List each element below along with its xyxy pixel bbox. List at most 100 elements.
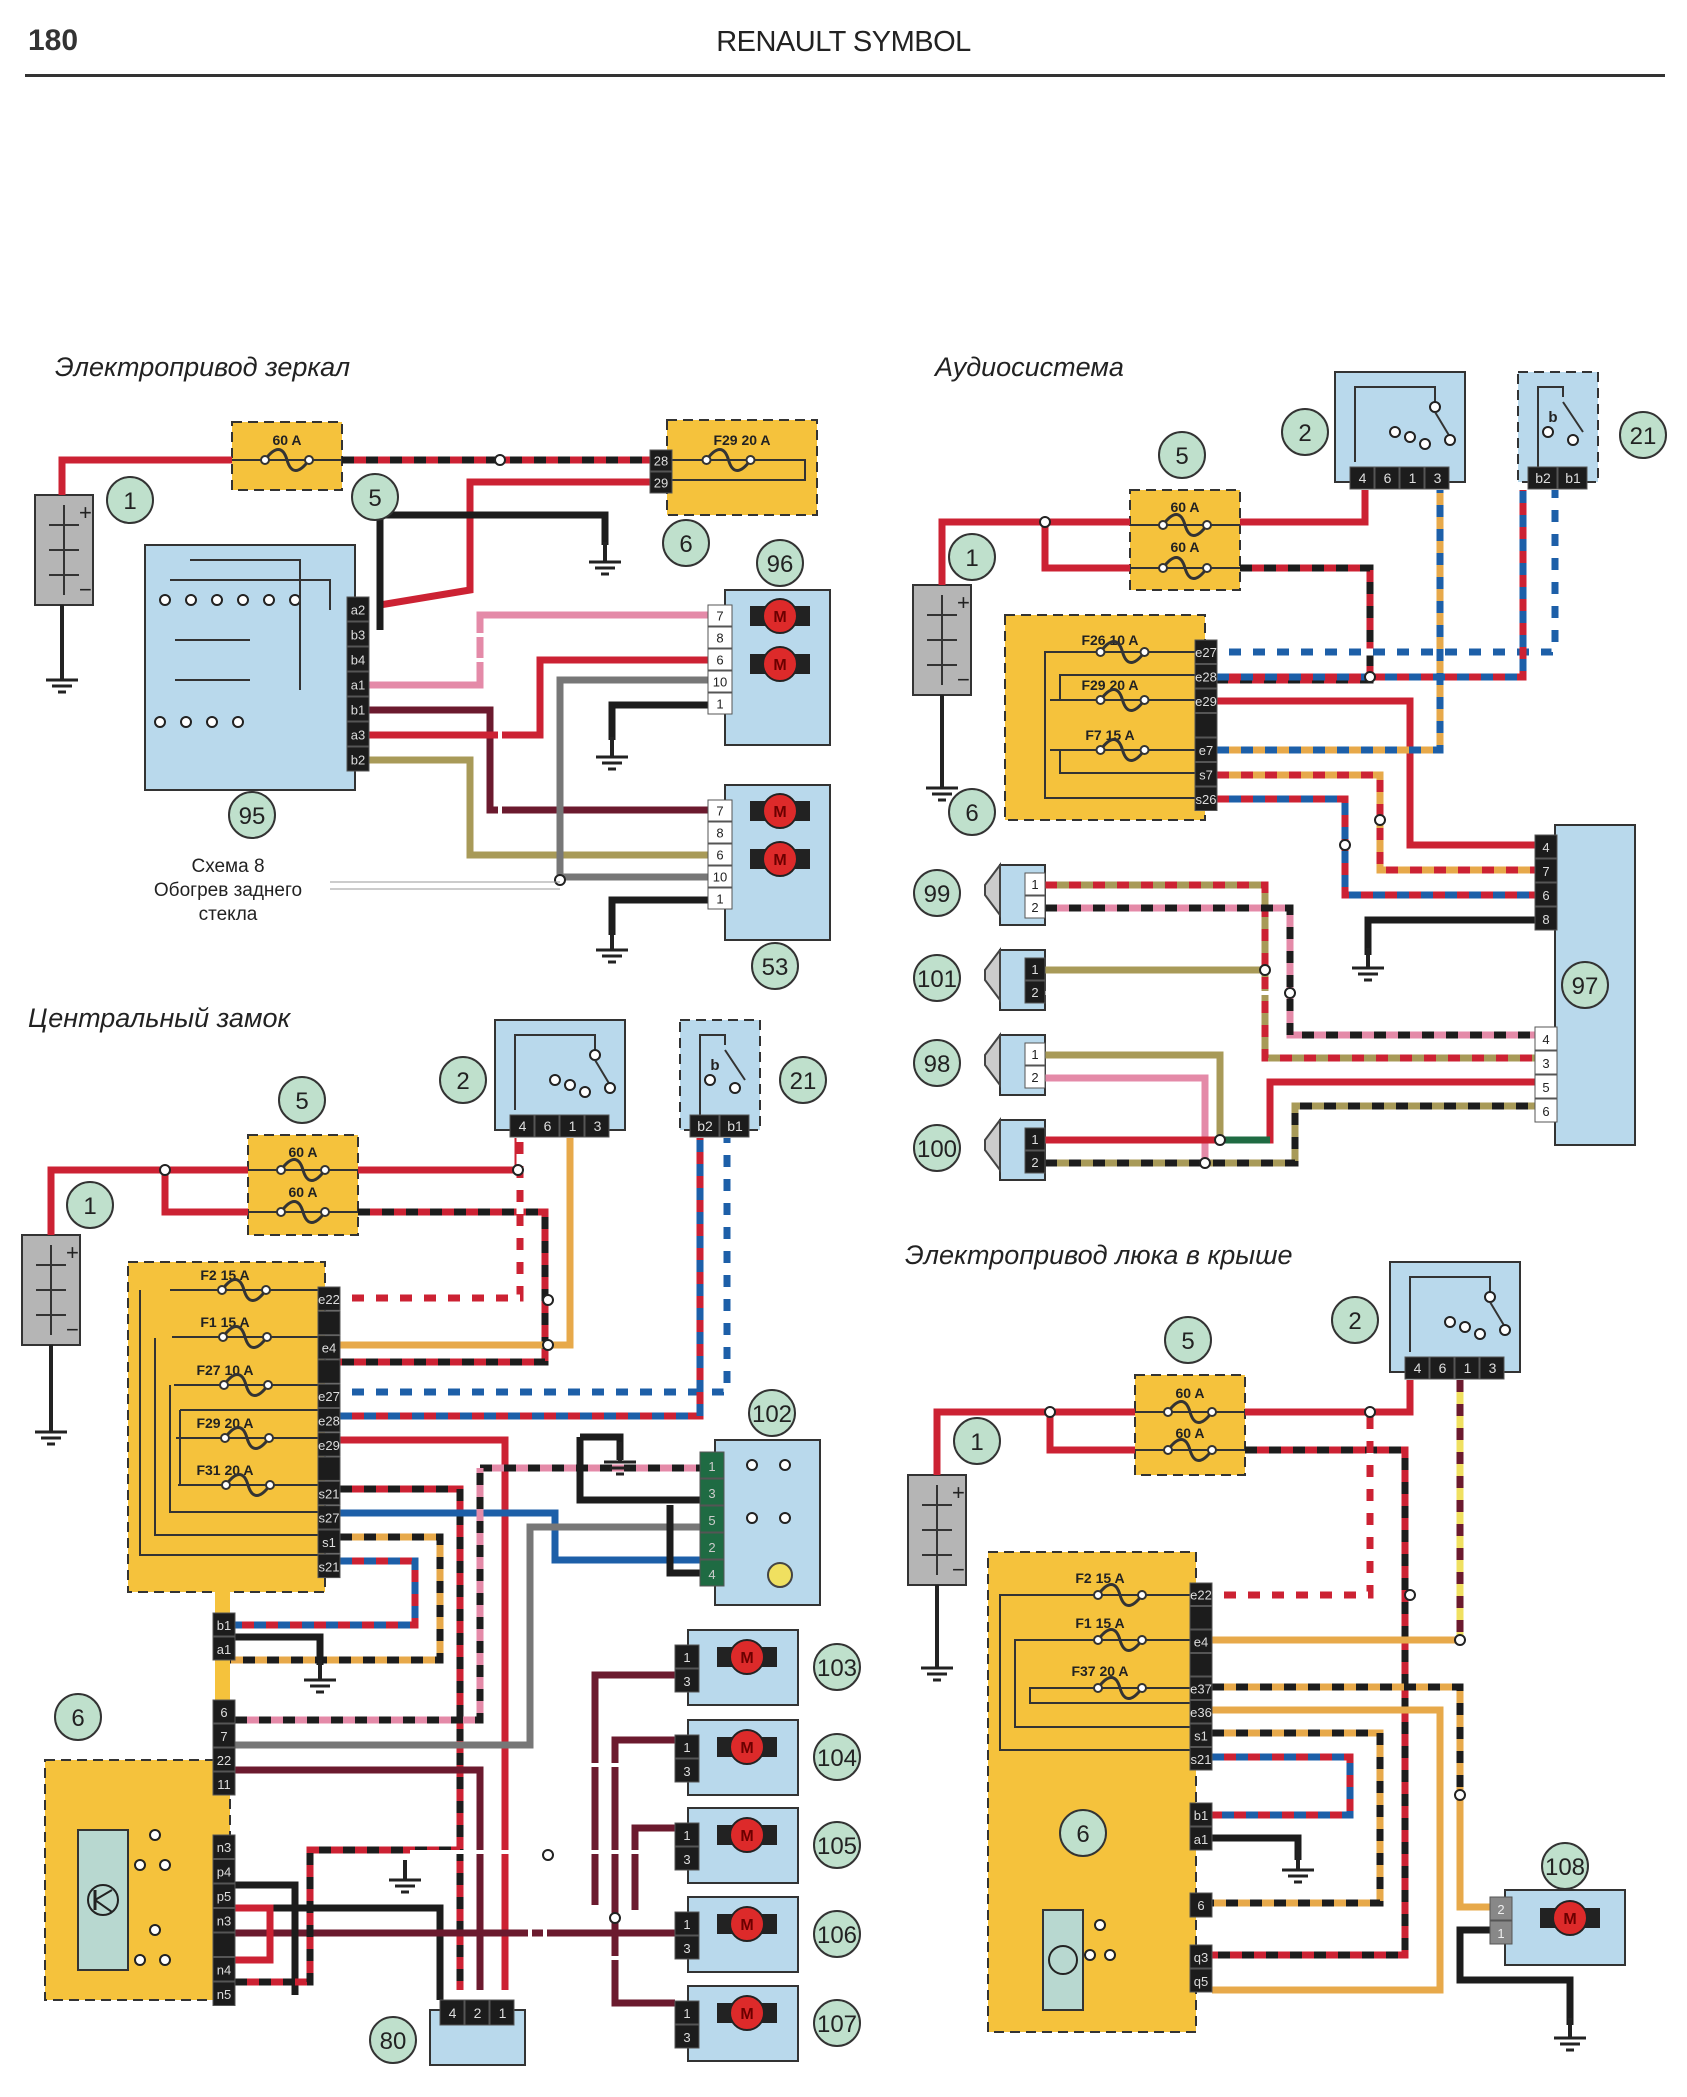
badge-connector-80-label: 80 <box>380 2028 407 2055</box>
mirror-53-pin-label: 6 <box>716 847 723 862</box>
fuse-label: F2 15 A <box>200 1267 249 1283</box>
badge-battery-lock-label: 1 <box>83 1193 96 1220</box>
ignition-switch-lock-pin-label: 6 <box>544 1118 552 1134</box>
ucb-lock-conn-pin <box>212 1699 236 1724</box>
fuse-f31-terminal <box>221 1480 231 1490</box>
ucb-audio-pin <box>1194 639 1218 664</box>
wire-103-1-white <box>543 1643 675 1960</box>
switch-contact <box>289 594 301 606</box>
wire-spk99-1-stripe <box>1045 881 1535 1062</box>
fuse-60b-terminal <box>1158 563 1168 573</box>
badge-fusebox-label: 5 <box>368 485 381 512</box>
fuse-60a-label: 60 A <box>1170 499 1199 515</box>
fuse-f2-terminal <box>217 1285 227 1295</box>
relay-contact <box>159 1954 171 1966</box>
ucb-lock-pin-label: s1 <box>322 1535 336 1550</box>
ucb-sunroof-pin-label: s21 <box>1191 1752 1212 1767</box>
wire-a2 <box>379 478 650 609</box>
wire-60b-ucb-stripe <box>338 1208 549 1366</box>
fuse-60a-terminal <box>260 455 270 465</box>
ucb-audio-pin-label: e27 <box>1195 645 1217 660</box>
fuse-60b-terminal <box>276 1207 286 1217</box>
fuse-60a-label: 60 A <box>288 1144 317 1160</box>
junction-node <box>1039 516 1051 528</box>
ucb-lock-conn-pin <box>212 1723 236 1748</box>
fuse-f29-terminal <box>1095 695 1106 705</box>
ucb-audio-pin <box>1194 688 1218 713</box>
ucb-sunroof-mid-pin-label: a1 <box>1194 1832 1208 1847</box>
fuse-f31-terminal <box>265 1480 275 1490</box>
junction-node <box>512 1164 524 1176</box>
wire-103-3 <box>591 1671 675 1905</box>
fuse-f29-terminal <box>1139 695 1150 705</box>
fuse-f29-terminal <box>264 1433 274 1443</box>
radio-97-bottom-pin <box>1534 1026 1558 1051</box>
ucb-sunroof-bottom-pin-label: q5 <box>1194 1974 1208 1989</box>
ucb-sunroof-pin-label: e22 <box>1190 1587 1212 1602</box>
fuse-60b <box>1166 1438 1214 1462</box>
ucb-lock-mid-pin-label: b1 <box>217 1618 231 1633</box>
badge-actuator-107-label: 107 <box>817 2011 857 2038</box>
speaker-101-pin-label: 2 <box>1031 985 1038 1000</box>
connector-80-pin-label: 2 <box>474 2005 482 2021</box>
actuator-107-pin-label: 3 <box>683 2030 690 2045</box>
speaker-100-pin-label: 2 <box>1031 1155 1038 1170</box>
badge-fusebox-lock-label: 5 <box>295 1088 308 1115</box>
actuator-105-pin-label: 1 <box>683 1828 690 1843</box>
fuse-f2-terminal <box>1093 1590 1103 1600</box>
switch-95-pin <box>346 621 370 647</box>
junction-node <box>494 454 506 466</box>
badge-mirror-53 <box>751 942 799 990</box>
switch-95-pin-label: b4 <box>351 653 365 668</box>
wire-60b-ucb-stripe <box>1202 1446 1409 1959</box>
ucb-lock-conn-pin-label: 6 <box>220 1705 227 1720</box>
speaker-icon <box>984 1117 1001 1173</box>
badge-ucb-lock-label: 6 <box>71 1705 84 1732</box>
fuse-f26-terminal <box>1095 647 1106 657</box>
speaker-101-pin <box>1024 980 1046 1004</box>
mirror-53-pin-label: 10 <box>713 869 727 884</box>
fuse-60b-terminal <box>1202 563 1212 573</box>
actuator-106-pin <box>674 1935 700 1960</box>
switch-95-pin-label: b3 <box>351 628 365 643</box>
wire-e37-stripe <box>1212 1683 1464 1795</box>
wire-pin4-80 <box>235 1904 444 2000</box>
switch-102 <box>714 1439 821 1606</box>
ignition-switch-lock-pin <box>559 1114 585 1138</box>
ignition-switch-sunroof-pin <box>1454 1356 1480 1380</box>
actuator-103-pin <box>674 1668 700 1693</box>
ucb-lock-pin-label: s21 <box>319 1486 340 1501</box>
badge-battery-audio <box>948 533 996 581</box>
internal-line <box>1059 674 1195 700</box>
wire-e4 <box>1212 1380 1464 1644</box>
mirror-53-pin <box>707 887 733 910</box>
wire-s21-stripe <box>1212 1753 1354 1819</box>
ignition-switch-sunroof-pin-label: 1 <box>1464 1360 1472 1376</box>
actuator-103-pin-label: 3 <box>683 1674 690 1689</box>
badge-motor-108 <box>1541 1842 1589 1890</box>
actuator-104-pin <box>674 1734 700 1759</box>
mirror-53-pin <box>707 821 733 844</box>
badge-ucb-label: 6 <box>679 531 692 558</box>
mirror-53-motor-1-label: M <box>773 804 786 821</box>
sunroof-motor-108-pin <box>1489 1920 1513 1945</box>
fuse-60a-terminal <box>1207 1407 1217 1417</box>
badge-ignition-lock-label: 2 <box>456 1068 469 1095</box>
fuse-60a-terminal <box>1163 1407 1173 1417</box>
junction-node <box>1364 671 1376 683</box>
switch-21-audio <box>1517 371 1599 483</box>
battery-sunroof-plus: + <box>952 1480 965 1505</box>
badge-speaker-100-label: 100 <box>917 1136 957 1163</box>
fuse-f27-terminal <box>219 1380 229 1390</box>
actuator-103-motor-label: M <box>740 1650 753 1667</box>
switch-contact <box>180 716 192 728</box>
ucb-sunroof-pin <box>1189 1582 1213 1606</box>
ucb-lock-pin-label: e28 <box>318 1414 340 1429</box>
ignition-switch-lock-contact <box>564 1079 576 1091</box>
wire-motor-2 <box>1456 1795 1490 1911</box>
wire-60b-ucb <box>338 1208 549 1366</box>
ucb-audio-pin <box>1194 713 1218 738</box>
wire-s1-stripe <box>1212 1729 1384 1907</box>
badge-ucb-audio <box>948 788 996 836</box>
wire-s21b-stripe <box>235 1557 419 1629</box>
